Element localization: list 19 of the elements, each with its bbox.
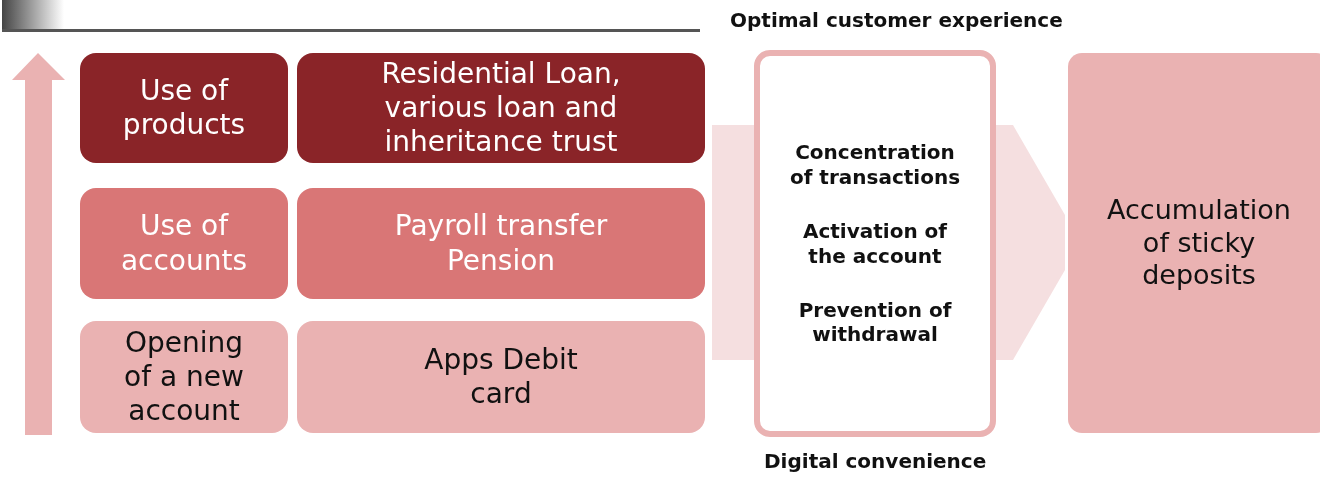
result-box [1068, 53, 1320, 433]
node-text: Concentration of transactions [788, 140, 962, 190]
category-box [80, 53, 288, 163]
category-box [297, 321, 705, 433]
node-text: Residential Loan, various loan and inheritance trust [380, 56, 622, 160]
category-box [80, 188, 288, 299]
node-text: Apps Debit card [423, 342, 579, 412]
side-caption: Optimal customer experience [730, 8, 1063, 33]
node-text: Use of products [121, 73, 247, 143]
node-text: Accumulation of sticky deposits [1106, 193, 1292, 293]
node-text: Opening of a new account [123, 325, 245, 429]
side-caption: Digital convenience [764, 448, 987, 473]
category-box [80, 321, 288, 433]
category-box [297, 53, 705, 163]
node-text: Activation of the account [801, 219, 949, 268]
node-text: Prevention of withdrawal [797, 297, 953, 347]
node-text: Payroll transfer Pension [393, 209, 609, 278]
node-text: Use of accounts [119, 209, 249, 278]
category-box [297, 188, 705, 299]
